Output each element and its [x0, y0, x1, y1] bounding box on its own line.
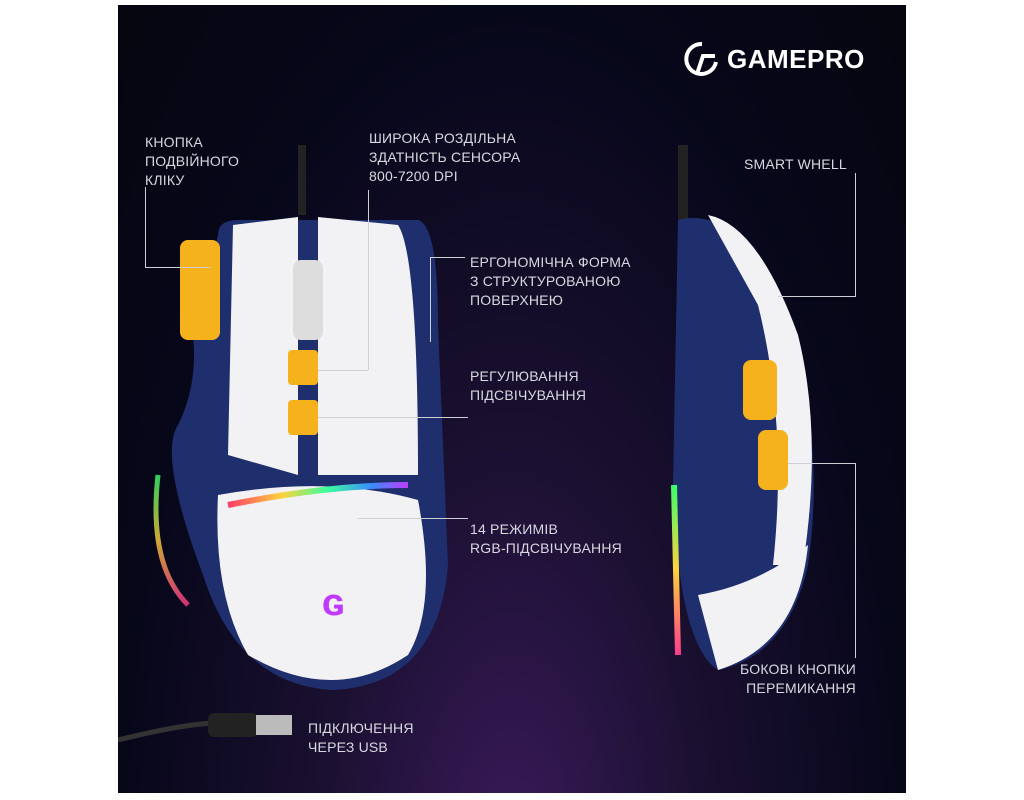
mouse-side-view [671, 145, 814, 671]
callout-wheel: Smart Whell [744, 156, 847, 172]
usb-cable [118, 713, 292, 743]
brand-name: GAMEPRO [727, 43, 865, 74]
callout-double-click: Кнопка подвійного кліку [145, 134, 240, 188]
callout-side-buttons: Бокові кнопки перемикання [740, 661, 856, 696]
mouse-illustrations: ɢ [118, 145, 814, 743]
mouse-top-view: ɢ [153, 145, 448, 690]
callout-usb: Підключення через USB [308, 720, 414, 755]
callout-backlight: Регулювання підсвічування [470, 368, 587, 403]
callout-ergonomic: Ергономічна форма з структурованою повер… [470, 254, 631, 308]
gamepro-logo-icon [684, 41, 718, 76]
svg-text:ɢ: ɢ [322, 582, 344, 624]
callout-sensor: Широка роздільна здатність сенсора 800-7… [369, 130, 521, 184]
brand-logo: GAMEPRO [683, 40, 865, 78]
product-poster: GAMEPRO ɢ Кнопка подвійного кліку Широка… [118, 5, 906, 793]
callout-rgb: 14 режимів RGB-підсвічування [470, 521, 622, 556]
